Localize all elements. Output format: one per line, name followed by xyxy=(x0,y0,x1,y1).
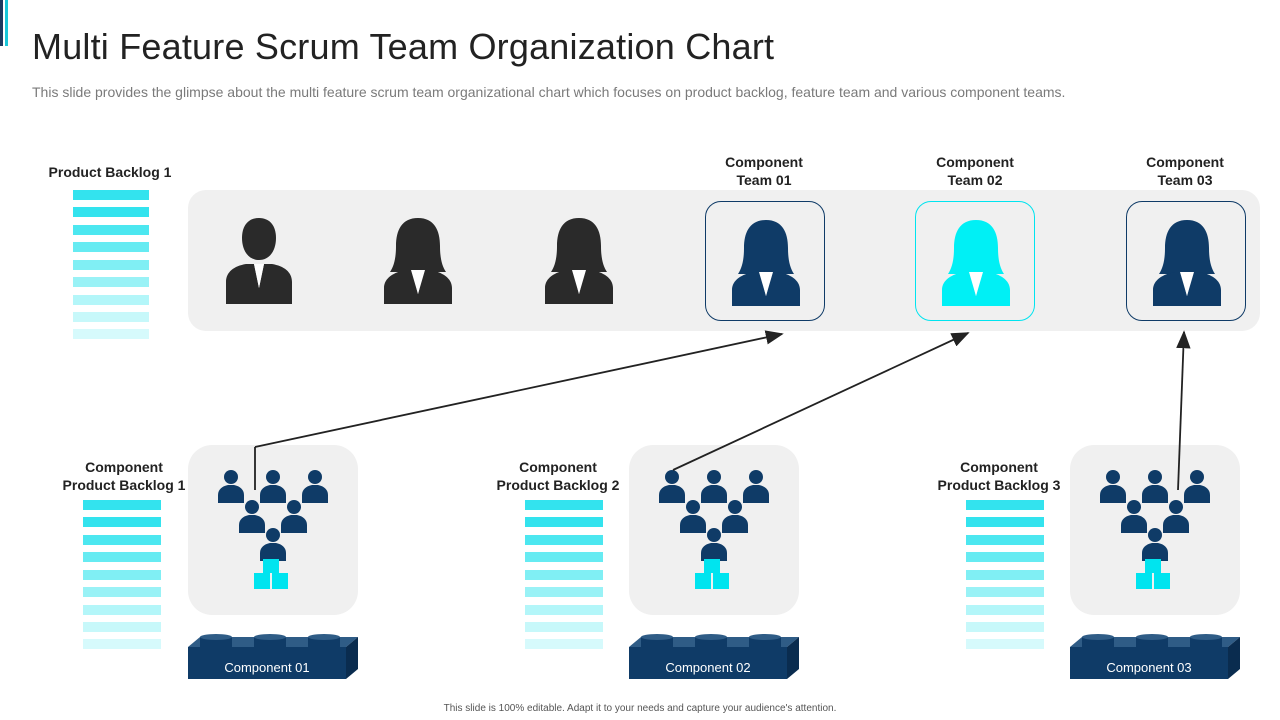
page-subtitle: This slide provides the glimpse about th… xyxy=(32,84,1066,100)
team-hierarchy-icon xyxy=(659,470,769,589)
component-team-panel-1 xyxy=(188,445,358,615)
product-backlog-label: Product Backlog 1 xyxy=(48,164,172,180)
component-block-02 xyxy=(629,634,799,679)
component-backlog-stack-3 xyxy=(966,500,1044,650)
team-hierarchy-icon xyxy=(218,470,328,589)
component-backlog-stack-1 xyxy=(83,500,161,650)
component-team-panel-3 xyxy=(1070,445,1240,615)
component-team-03-box xyxy=(1126,201,1246,321)
component-block-01 xyxy=(188,634,358,679)
person-female-icon xyxy=(384,218,452,304)
page-title: Multi Feature Scrum Team Organization Ch… xyxy=(32,26,775,67)
component-03-label: Component 03 xyxy=(1106,660,1192,675)
person-male-icon xyxy=(226,218,292,304)
arrow-component3-to-team03 xyxy=(1176,330,1191,491)
accent-bar xyxy=(0,0,9,46)
component-backlog-stack-2 xyxy=(525,500,603,650)
component-block-03 xyxy=(1070,634,1240,679)
person-female-icon xyxy=(1153,220,1221,306)
person-female-icon xyxy=(732,220,800,306)
product-backlog-stack xyxy=(73,190,149,340)
team-hierarchy-icon xyxy=(1100,470,1210,589)
arrow-component1-to-team01-diag xyxy=(254,330,784,448)
component-02-label: Component 02 xyxy=(665,660,751,675)
arrow-component2-to-team02 xyxy=(672,332,970,471)
component-team-panel-2 xyxy=(629,445,799,615)
component-team-01-box xyxy=(705,201,825,321)
component-team-02-box xyxy=(915,201,1035,321)
person-female-icon xyxy=(942,220,1010,306)
component-01-label: Component 01 xyxy=(224,660,310,675)
footer-note: This slide is 100% editable. Adapt it to… xyxy=(443,703,837,714)
person-female-icon xyxy=(545,218,613,304)
